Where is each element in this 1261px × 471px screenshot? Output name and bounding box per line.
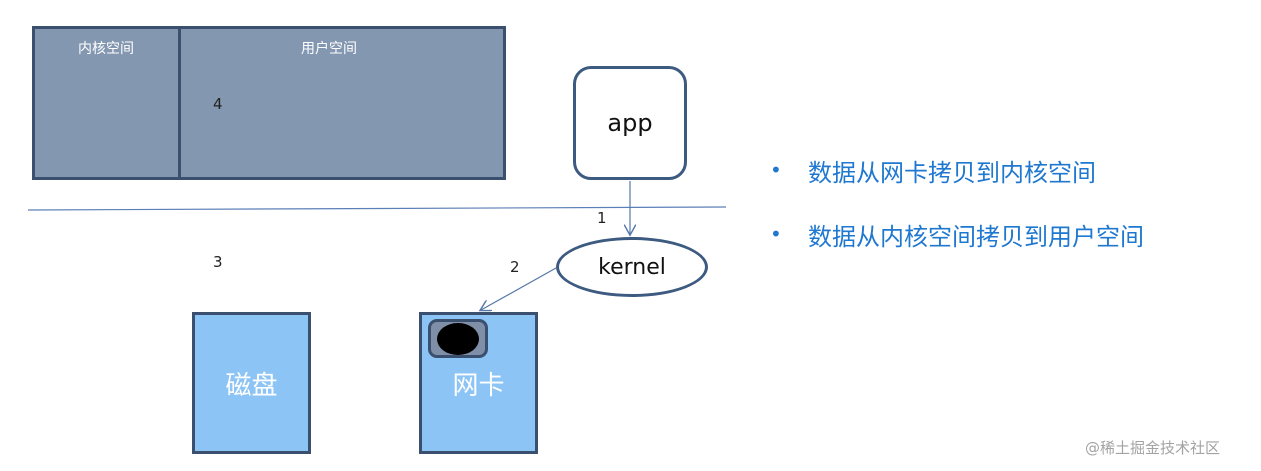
bullet-text: 数据从网卡拷贝到内核空间 [808, 158, 1096, 187]
kernel-space-label: 内核空间 [78, 41, 134, 57]
nic-port-hole [437, 323, 479, 355]
app-node: app [573, 66, 687, 180]
bullet-item: • 数据从内核空间拷贝到用户空间 [770, 202, 1144, 266]
step-1-label: 1 [597, 209, 607, 227]
kernel-space-region: 内核空间 [35, 29, 181, 177]
kernel-to-nic-arrow [481, 267, 557, 310]
bullet-marker: • [770, 222, 782, 246]
bullet-item: • 数据从网卡拷贝到内核空间 [770, 138, 1144, 202]
step-3-label: 3 [213, 253, 223, 271]
bullet-text: 数据从内核空间拷贝到用户空间 [808, 222, 1144, 251]
step-2-label: 2 [510, 258, 520, 276]
watermark: @稀土掘金技术社区 [1085, 439, 1221, 457]
kernel-node: kernel [556, 237, 708, 297]
user-kernel-boundary-line [27, 206, 727, 211]
bullet-list: • 数据从网卡拷贝到内核空间 • 数据从内核空间拷贝到用户空间 [770, 138, 1144, 266]
bullet-marker: • [770, 158, 782, 182]
memory-block: 内核空间 用户空间 [32, 26, 506, 180]
disk-device: 磁盘 [192, 312, 311, 454]
user-space-label: 用户空间 [301, 41, 357, 57]
step-4-label: 4 [213, 95, 223, 113]
